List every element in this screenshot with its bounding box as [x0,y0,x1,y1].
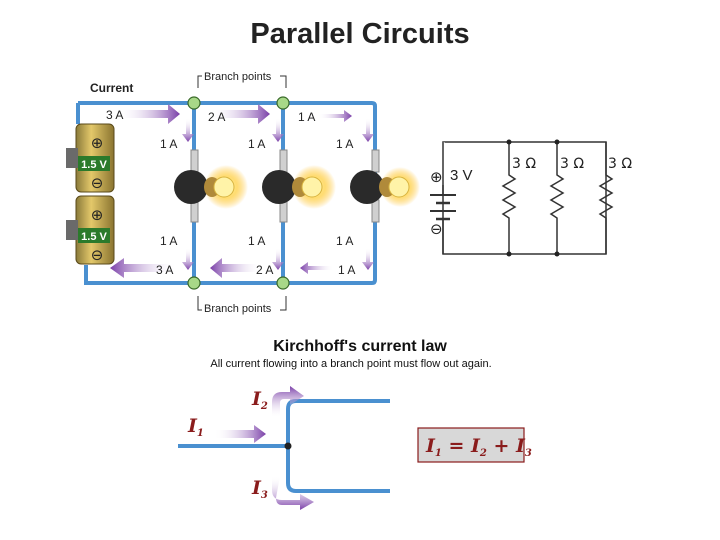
current-branch-3-bottom: 1 A [336,234,353,248]
current-top-2a: 2 A [208,110,225,124]
current-bottom-3a: 3 A [156,263,173,277]
current-label: Current [90,81,133,95]
arrow-top-3a [118,104,180,124]
current-top-1a: 1 A [298,110,315,124]
bulb-3 [350,149,420,223]
branch-node-top-1 [187,96,201,110]
bulb-1 [174,149,248,223]
kcl-arrows [214,386,314,510]
branch-point-nodes [187,96,290,290]
kcl-equation-box: I1 = I2 + I3 [417,427,532,463]
current-branch-1-top: 1 A [160,137,177,151]
arrow-bottom-3a [110,258,178,278]
top-current-arrows [118,104,352,124]
kcl-junction-wires [178,399,390,493]
arrow-branch-1-top [182,118,194,142]
kirchhoff-title: Kirchhoff's current law [273,338,447,355]
branch-node-top-2 [276,96,290,110]
schematic-plus-icon: ⊕ [430,168,443,186]
arrow-branch-2-bottom [272,248,284,270]
schematic-minus-icon: ⊖ [430,220,443,238]
kcl-arrow-i1 [214,425,266,443]
resistor-3 [598,142,614,254]
bottom-current-arrows [110,258,334,278]
schematic-resistor-3-label: 3 Ω [608,156,632,172]
battery-bottom-plus-icon: ⊕ [91,206,104,224]
current-branch-2-top: 1 A [248,137,265,151]
kcl-arrow-i2 [272,386,304,418]
arrow-branch-3-bottom [362,248,374,270]
current-bottom-1a: 1 A [338,263,355,277]
schematic-source-voltage: 3 V [450,167,473,184]
schematic-resistor-2-label: 3 Ω [560,156,584,172]
branch-arrows-bottom [182,248,374,270]
kcl-equation: I1 = I2 + I3 [425,435,532,459]
kirchhoff-description: All current flowing into a branch point … [210,358,492,370]
arrow-branch-3-top [362,118,374,142]
current-top-3a: 3 A [106,108,123,122]
battery-bottom-minus-icon: ⊖ [91,246,104,264]
kcl-junction-node [284,442,292,450]
arrow-branch-1-bottom [182,248,194,270]
battery-bottom-voltage: 1.5 V [81,231,107,243]
branch-points-top-bracket [197,75,287,88]
kcl-label-i3: I3 [251,477,268,501]
branch-points-bottom-bracket [197,296,287,311]
battery-stack: 1.5 V ⊕ ⊖ 1.5 V ⊕ ⊖ [66,123,115,265]
battery-top-plus-icon: ⊕ [91,134,104,152]
kcl-label-i1: I1 [187,415,204,439]
resistor-2 [549,142,565,254]
arrow-branch-2-top [272,118,284,142]
kcl-arrow-i3 [272,476,314,510]
battery-top-minus-icon: ⊖ [91,174,104,192]
branch-node-bottom-1 [187,276,201,290]
arrow-bottom-2a [210,258,262,278]
schematic-resistor-1-label: 3 Ω [512,156,536,172]
arrow-bottom-1a [300,262,334,274]
battery-bottom: 1.5 V ⊕ ⊖ [66,195,115,265]
battery-top-voltage: 1.5 V [81,159,107,171]
branch-node-bottom-2 [276,276,290,290]
schematic-junctions [506,139,560,257]
current-bottom-2a: 2 A [256,263,273,277]
branch-arrows-top [182,118,374,142]
arrow-top-2a [210,104,270,124]
current-branch-2-bottom: 1 A [248,234,265,248]
page-title: Parallel Circuits [250,18,470,50]
arrow-top-1a [318,110,352,122]
current-branch-1-bottom: 1 A [160,234,177,248]
kcl-label-i2: I2 [251,388,268,412]
bulb-2 [262,149,336,223]
branch-points-label-top: Branch points [204,71,272,83]
current-branch-3-top: 1 A [336,137,353,151]
battery-top: 1.5 V ⊕ ⊖ [66,123,115,193]
branch-points-label-bottom: Branch points [204,303,272,315]
schematic-diagram [430,141,614,255]
resistor-1 [501,142,517,254]
